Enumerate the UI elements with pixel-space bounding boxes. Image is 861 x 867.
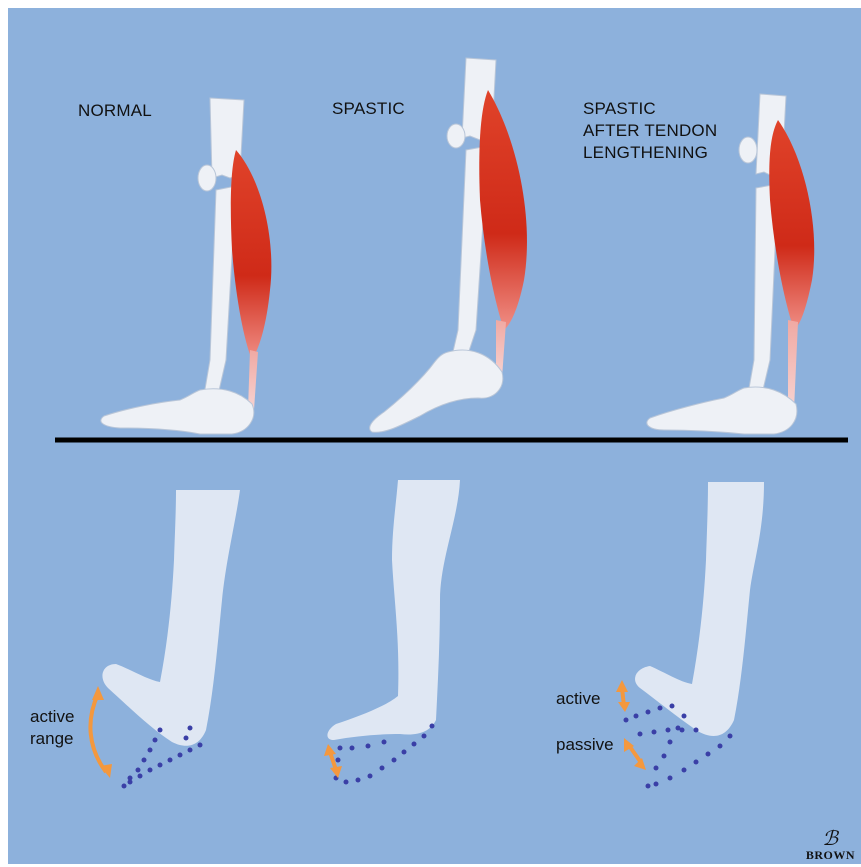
title-normal: NORMAL (78, 100, 152, 122)
label-passive: passive (556, 734, 614, 756)
label-active: active (556, 688, 600, 710)
arrow-head-bottom (100, 764, 112, 778)
arrow-passive (624, 738, 646, 770)
artist-signature: ℬ BROWN (806, 830, 855, 863)
arrow-active-range (90, 694, 106, 772)
skeleton-normal (101, 98, 272, 434)
foot-normal (102, 490, 240, 746)
title-lengthened-line3: LENGTHENING (583, 142, 708, 164)
title-spastic: SPASTIC (332, 98, 405, 120)
arrow-active (616, 680, 630, 712)
label-active-range-line2: range (30, 728, 73, 750)
title-lengthened-line2: AFTER TENDON (583, 120, 717, 142)
foot-lengthened (635, 482, 764, 736)
foot-spastic (327, 480, 460, 740)
arrow-head-top (92, 686, 104, 700)
label-active-range-line1: active (30, 706, 74, 728)
title-lengthened-line1: SPASTIC (583, 98, 656, 120)
